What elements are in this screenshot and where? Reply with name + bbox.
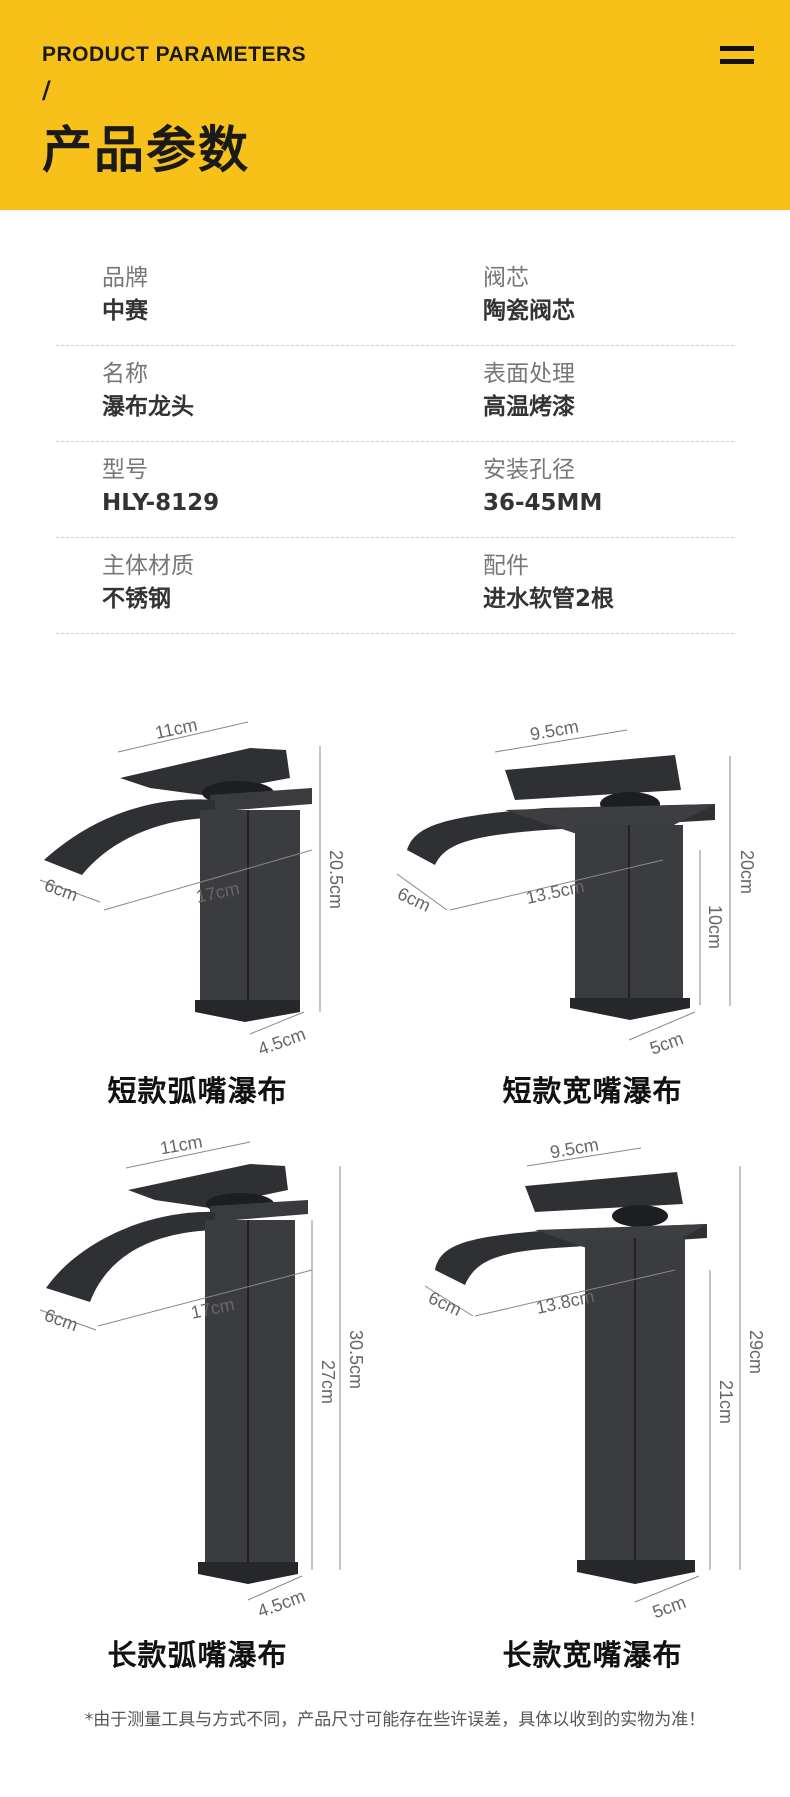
param-cell: 品牌 中赛 (102, 262, 432, 328)
dim-spout-width: 6cm (395, 883, 434, 916)
param-cell: 表面处理 高温烤漆 (483, 358, 790, 424)
param-row: 品牌 中赛 阀芯 陶瓷阀芯 (56, 250, 734, 346)
param-value: 36-45MM (483, 490, 603, 516)
faucet-short-curved-image: 11cm 20.5cm 17cm 6cm 4.5cm (39, 714, 346, 1059)
params-table: 品牌 中赛 阀芯 陶瓷阀芯 名称 瀑布龙头 表面处理 高温烤漆 型号 HLY-8… (56, 250, 734, 634)
header-cn-title: 产品参数 (42, 121, 250, 179)
product-long-wide: 9.5cm 29cm 21cm 13.8cm 6cm 5cm 长款宽嘴瀑布 (395, 1120, 790, 1680)
dim-handle: 9.5cm (528, 716, 580, 744)
param-label: 配件 (483, 553, 529, 579)
param-row: 型号 HLY-8129 安装孔径 36-45MM (56, 442, 734, 538)
param-value: 瀑布龙头 (102, 394, 194, 420)
param-cell: 名称 瀑布龙头 (102, 358, 432, 424)
faucet-long-wide-image: 9.5cm 29cm 21cm 13.8cm 6cm 5cm (424, 1134, 766, 1622)
product-title: 长款宽嘴瀑布 (502, 1638, 683, 1672)
param-cell: 主体材质 不锈钢 (102, 550, 432, 616)
param-label: 品牌 (102, 265, 148, 291)
param-value: 高温烤漆 (483, 394, 575, 420)
param-row: 名称 瀑布龙头 表面处理 高温烤漆 (56, 346, 734, 442)
param-value: 进水软管2根 (483, 586, 615, 612)
param-label: 型号 (102, 457, 148, 483)
dim-body: 21cm (716, 1380, 736, 1424)
dim-spout-width: 6cm (42, 875, 81, 905)
header-slash: / (42, 76, 51, 104)
dim-spout-width: 6cm (42, 1305, 81, 1335)
product-title: 短款弧嘴瀑布 (107, 1074, 288, 1108)
param-label: 主体材质 (102, 553, 194, 579)
product-short-wide: 9.5cm 20cm 10cm 13.5cm 6cm 5cm 短款宽嘴瀑布 (395, 700, 790, 1110)
dim-height: 29cm (746, 1330, 766, 1374)
product-short-curved: 11cm 20.5cm 17cm 6cm 4.5cm 短款弧嘴瀑布 (0, 700, 395, 1110)
dim-handle: 9.5cm (548, 1134, 600, 1162)
dim-base: 5cm (647, 1028, 686, 1058)
param-label: 安装孔径 (483, 457, 575, 483)
param-value: 中赛 (102, 298, 148, 324)
dim-body: 27cm (318, 1360, 338, 1404)
param-value: 陶瓷阀芯 (483, 298, 575, 324)
dim-height: 20.5cm (326, 850, 346, 909)
product-title: 短款宽嘴瀑布 (502, 1074, 683, 1108)
param-label: 阀芯 (483, 265, 529, 291)
param-value: 不锈钢 (102, 586, 171, 612)
dim-base: 4.5cm (255, 1586, 308, 1622)
dim-handle: 11cm (153, 714, 199, 742)
dim-spout-width: 6cm (425, 1288, 464, 1321)
param-row: 主体材质 不锈钢 配件 进水软管2根 (56, 538, 734, 634)
param-cell: 阀芯 陶瓷阀芯 (483, 262, 790, 328)
footnote: *由于测量工具与方式不同，产品尺寸可能存在些许误差，具体以收到的实物为准！ (84, 1710, 706, 1730)
param-label: 表面处理 (483, 361, 575, 387)
header-banner: PRODUCT PARAMETERS / 产品参数 (0, 0, 790, 210)
dim-height: 20cm (737, 850, 757, 894)
product-long-curved: 11cm 30.5cm 27cm 17cm 6cm 4.5cm 长款弧嘴瀑布 (0, 1120, 395, 1680)
dim-height: 30.5cm (346, 1330, 366, 1389)
faucet-short-wide-image: 9.5cm 20cm 10cm 13.5cm 6cm 5cm (395, 716, 757, 1058)
menu-icon[interactable] (720, 46, 754, 68)
param-cell: 型号 HLY-8129 (102, 454, 432, 520)
param-value: HLY-8129 (102, 490, 220, 516)
dim-body: 10cm (705, 905, 725, 949)
param-label: 名称 (102, 361, 148, 387)
dim-handle: 11cm (158, 1131, 204, 1158)
product-title: 长款弧嘴瀑布 (107, 1638, 288, 1672)
param-cell: 配件 进水软管2根 (483, 550, 790, 616)
header-en-title: PRODUCT PARAMETERS (42, 43, 307, 66)
dim-base: 5cm (650, 1592, 689, 1622)
faucet-long-curved-image: 11cm 30.5cm 27cm 17cm 6cm 4.5cm (39, 1131, 366, 1622)
param-cell: 安装孔径 36-45MM (483, 454, 790, 520)
